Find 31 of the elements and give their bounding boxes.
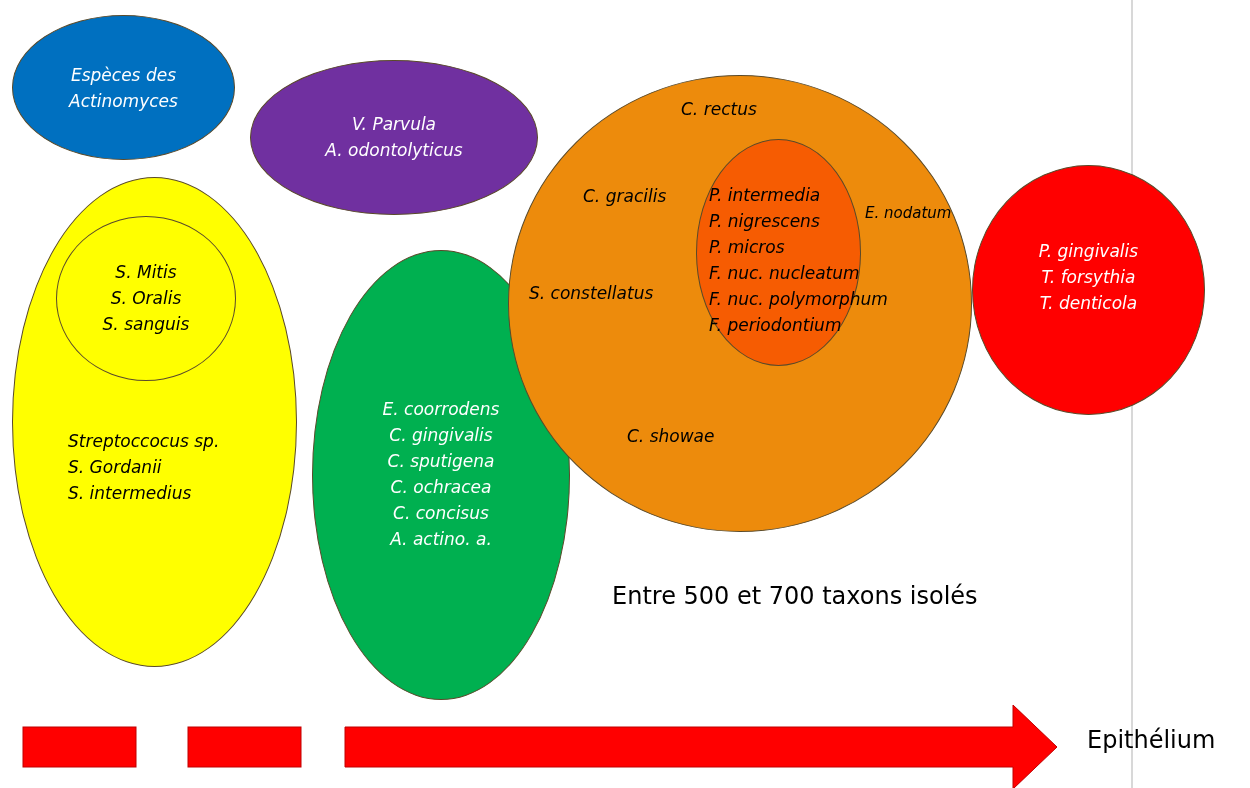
species-name: S. Gordanii — [68, 456, 162, 479]
species-name: P. nigrescens — [709, 210, 820, 233]
species-name: E. coorrodens — [381, 398, 501, 421]
epithelium-label: Epithélium — [1087, 726, 1216, 754]
species-name: V. Parvula — [350, 113, 438, 136]
species-name: C. concisus — [392, 502, 490, 525]
species-name: E. nodatum — [865, 203, 952, 224]
species-name: C. sputigena — [386, 450, 496, 473]
species-name: C. gingivalis — [388, 424, 494, 447]
species-name: S. intermedius — [68, 482, 192, 505]
species-name: Espèces des Actinomyces — [67, 64, 179, 113]
species-name: F. periodontium — [709, 314, 842, 337]
species-name: P. gingivalis — [1037, 240, 1140, 263]
species-name: P. micros — [709, 236, 785, 259]
species-name: S. Mitis — [114, 261, 178, 284]
species-name: A. actino. a. — [388, 528, 493, 551]
species-name: C. gracilis — [583, 185, 667, 208]
species-name: A. odontolyticus — [323, 139, 464, 162]
caption-text: Entre 500 et 700 taxons isolés — [612, 582, 978, 610]
species-name: F. nuc. nucleatum — [709, 262, 860, 285]
species-name: P. intermedia — [709, 184, 821, 207]
species-name: C. showae — [627, 425, 715, 448]
species-name: S. sanguis — [101, 313, 191, 336]
species-name: C. rectus — [681, 98, 757, 121]
species-name: Streptoccocus sp. — [68, 430, 220, 453]
species-name: C. ochracea — [389, 476, 493, 499]
species-name: S. Oralis — [109, 287, 183, 310]
species-name: T. forsythia — [1040, 266, 1137, 289]
species-name: T. denticola — [1038, 292, 1139, 315]
species-name: F. nuc. polymorphum — [709, 288, 888, 311]
species-name: S. constellatus — [529, 282, 654, 305]
